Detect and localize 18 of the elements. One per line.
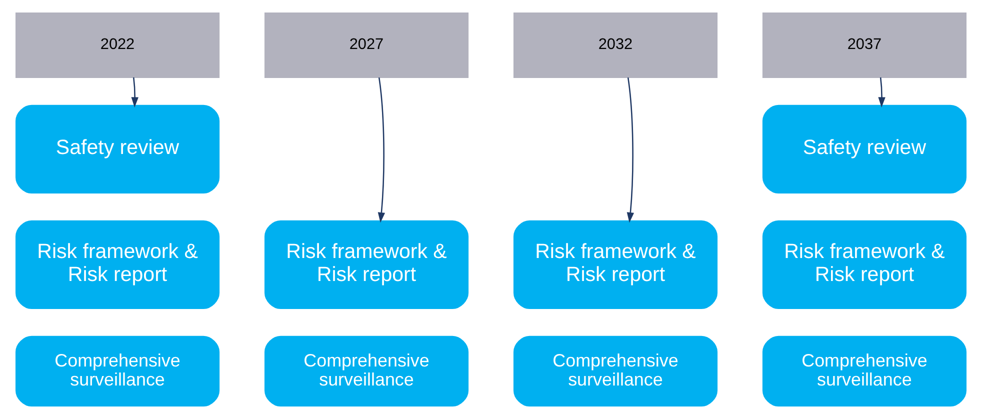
node-box: Safety review [762,104,966,194]
node-box: Risk framework & Risk report [15,220,220,309]
node-box: Risk framework & Risk report [762,220,966,309]
arrow [130,77,138,108]
node-box: Safety review [15,104,220,194]
arrow [878,77,885,108]
arrow [626,77,634,223]
node-box: Comprehensive surveillance [512,336,718,406]
node-box: 2027 [264,12,468,78]
node-box: Risk framework & Risk report [512,220,718,309]
node-box: Risk framework & Risk report [264,220,468,309]
node-box: Comprehensive surveillance [264,336,468,406]
node-box: Comprehensive surveillance [762,336,966,406]
node-box: 2037 [762,12,966,78]
node-box: Comprehensive surveillance [15,336,220,406]
node-box: 2032 [512,12,718,78]
node-box: 2022 [15,12,220,78]
arrow [377,77,385,223]
